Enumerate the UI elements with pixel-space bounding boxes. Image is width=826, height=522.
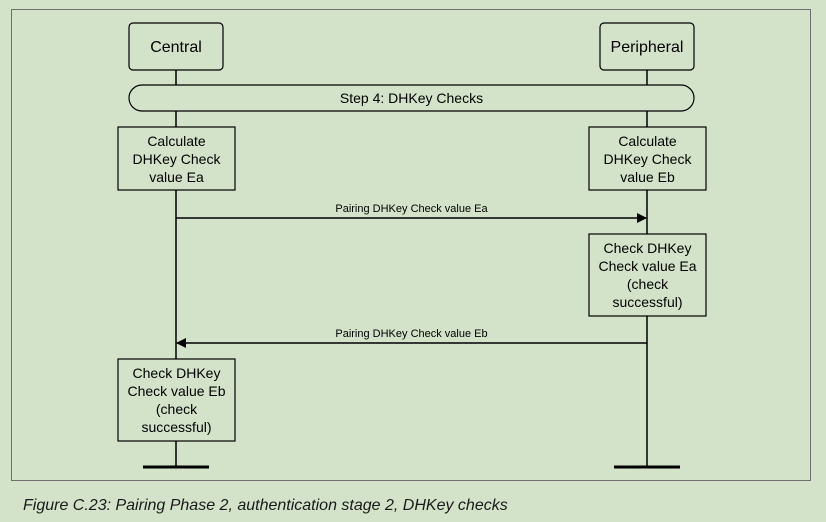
central-check-line-4: successful) xyxy=(141,419,211,435)
central-check-box: Check DHKey Check value Eb (check succes… xyxy=(117,358,236,442)
central-calculate-line-3: value Ea xyxy=(149,169,204,185)
central-check-line-1: Check DHKey xyxy=(133,365,221,381)
message-ea: Pairing DHKey Check value Ea xyxy=(176,203,647,223)
central-calculate-line-1: Calculate xyxy=(147,133,206,149)
central-check-line-2: Check value Eb xyxy=(127,383,225,399)
peripheral-check-line-1: Check DHKey xyxy=(604,240,692,256)
peripheral-calculate-box: Calculate DHKey Check value Eb xyxy=(588,126,707,191)
step-banner: Step 4: DHKey Checks xyxy=(128,84,695,112)
peripheral-check-box: Check DHKey Check value Ea (check succes… xyxy=(588,233,707,317)
message-eb-label: Pairing DHKey Check value Eb xyxy=(335,328,487,340)
step-banner-label: Step 4: DHKey Checks xyxy=(340,90,483,106)
peripheral-participant: Peripheral xyxy=(599,22,695,71)
peripheral-calculate-line-3: value Eb xyxy=(620,169,675,185)
peripheral-check-line-4: successful) xyxy=(612,294,682,310)
central-check-line-3: (check xyxy=(156,401,198,417)
central-participant-label: Central xyxy=(150,39,202,56)
diagram-frame xyxy=(11,9,811,481)
central-calculate-box: Calculate DHKey Check value Ea xyxy=(117,126,236,191)
peripheral-calculate-line-2: DHKey Check xyxy=(604,151,693,167)
peripheral-calculate-line-1: Calculate xyxy=(618,133,677,149)
peripheral-check-line-2: Check value Ea xyxy=(598,258,696,274)
central-calculate-line-2: DHKey Check xyxy=(133,151,222,167)
message-eb: Pairing DHKey Check value Eb xyxy=(176,328,647,348)
peripheral-check-line-3: (check xyxy=(627,276,669,292)
figure-caption: Figure C.23: Pairing Phase 2, authentica… xyxy=(23,497,508,514)
peripheral-participant-label: Peripheral xyxy=(611,39,684,56)
central-participant: Central xyxy=(128,22,224,71)
message-ea-label: Pairing DHKey Check value Ea xyxy=(335,203,488,215)
